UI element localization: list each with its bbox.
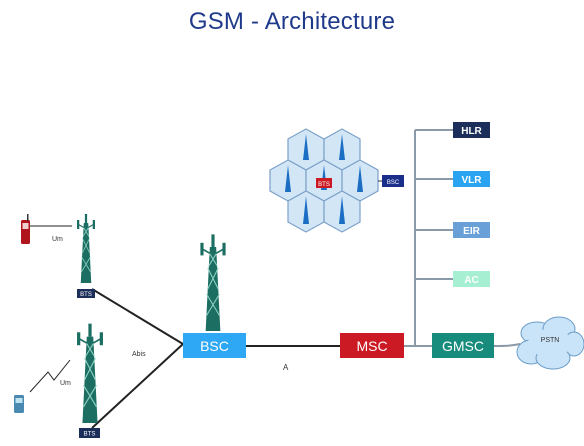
msc-label: MSC xyxy=(356,338,387,354)
cell-center-bts-label: BTS xyxy=(318,182,330,188)
msc-node xyxy=(340,333,404,358)
vlr-label: VLR xyxy=(462,175,483,186)
bsc-site-tower xyxy=(199,233,227,332)
mobile-phone-bottom xyxy=(14,395,24,413)
database-trunk xyxy=(414,129,453,346)
bts-top-label: BTS xyxy=(80,292,92,298)
a-interface-label: A xyxy=(283,363,289,372)
gmsc-label: GMSC xyxy=(442,338,484,354)
um-interface-label-bottom: Um xyxy=(60,380,71,387)
eir-node xyxy=(453,222,490,238)
abis-link-bottom xyxy=(91,343,184,429)
abis-interface-label: Abis xyxy=(132,351,146,358)
cell-antennas xyxy=(285,134,363,224)
bsc-label: BSC xyxy=(200,338,229,354)
pstn-cloud xyxy=(516,316,584,370)
bts-bottom-label: BTS xyxy=(84,432,96,438)
um-link-bottom xyxy=(29,359,71,393)
bts-bottom-node xyxy=(79,428,100,438)
gmsc-node xyxy=(432,333,494,358)
bts-top-node xyxy=(77,289,95,298)
pstn-label: PSTN xyxy=(541,337,560,344)
eir-label: EIR xyxy=(463,226,480,237)
bts-tower-bottom xyxy=(76,322,104,424)
diagram-title: GSM - Architecture xyxy=(188,8,396,35)
abis-link-top xyxy=(91,288,184,345)
cell-center-bts xyxy=(316,178,332,188)
um-interface-label-top: Um xyxy=(52,236,63,243)
bts-tower-top xyxy=(76,213,96,284)
hlr-node xyxy=(453,122,490,138)
bsc-node xyxy=(183,333,246,358)
ac-label: AC xyxy=(464,275,478,286)
gmsc-pstn-link xyxy=(493,343,521,347)
hlr-label: HLR xyxy=(461,126,482,137)
vlr-node xyxy=(453,171,490,187)
cell-bsc-node xyxy=(382,175,404,187)
cell-bsc-label: BSC xyxy=(387,180,400,186)
connections xyxy=(29,225,521,429)
mobile-phone-top xyxy=(21,214,30,244)
ac-node xyxy=(453,271,490,287)
